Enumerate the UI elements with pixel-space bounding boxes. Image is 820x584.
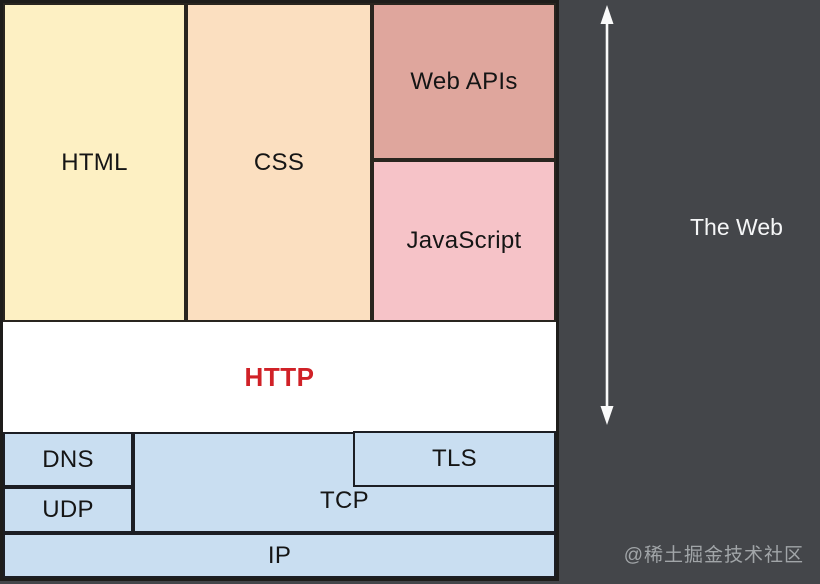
block-css: CSS — [186, 3, 372, 322]
block-css-label: CSS — [253, 148, 305, 176]
block-dns-label: DNS — [42, 445, 94, 473]
block-web-apis: Web APIs — [372, 3, 556, 160]
block-tcp-label: TCP — [320, 487, 369, 514]
block-dns: DNS — [3, 432, 133, 487]
vertical-double-arrow-icon — [600, 5, 614, 425]
block-html-label: HTML — [61, 148, 128, 176]
block-http-label: HTTP — [244, 361, 315, 392]
block-udp-label: UDP — [42, 496, 94, 523]
block-ip-label: IP — [267, 541, 292, 569]
watermark: @稀土掘金技术社区 — [623, 545, 804, 566]
block-html: HTML — [3, 3, 186, 322]
block-http: HTTP — [3, 322, 556, 432]
block-ip: IP — [3, 533, 556, 578]
block-tls: TLS — [353, 431, 556, 487]
web-tech-stack-diagram: HTML CSS Web APIs JavaScript HTTP TCP TL… — [0, 0, 559, 581]
block-tls-label: TLS — [432, 445, 477, 472]
the-web-label: The Web — [690, 214, 783, 240]
block-web-apis-label: Web APIs — [410, 67, 518, 95]
block-udp: UDP — [3, 487, 133, 533]
block-javascript-label: JavaScript — [406, 227, 522, 254]
block-javascript: JavaScript — [372, 160, 556, 322]
